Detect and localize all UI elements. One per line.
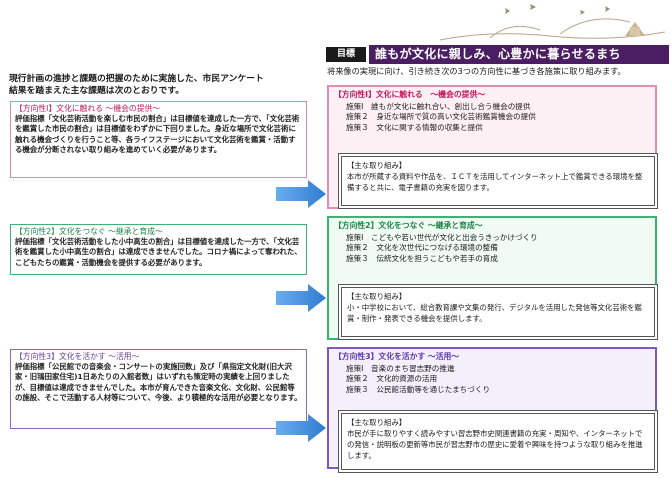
- direction-box-3: 【方向性3】文化を活かす ～活用～ 施策Ⅰ 音楽のまち習志野の推進 施策２ 文化…: [327, 347, 657, 470]
- measure-item: 施策３ 公民館活動等を通じたまちづくり: [346, 384, 491, 394]
- initiative-title: 【主な取り組み】: [347, 418, 407, 427]
- direction-box-1: 【方向性Ⅰ】文化に触れる ～機会の提供～ 施策Ⅰ 誰もが文化に触れ合い、創出し合…: [327, 85, 657, 209]
- initiative-box: 【主な取り組み】 小・中学校において、総合教育課や文集の発行、デジタルを活用した…: [341, 287, 655, 337]
- measure-item: 施策Ⅰ こどもや若い世代が文化と出会うきっかけづくり: [346, 232, 538, 242]
- measure-list: 施策Ⅰ こどもや若い世代が文化と出会うきっかけづくり 施策２ 文化を次世代につな…: [334, 233, 650, 265]
- intro-text: 現行計画の進捗と課題の把握のために実施した、市民アンケート 結果を踏まえた主な課…: [9, 74, 264, 96]
- measure-list: 施策Ⅰ 音楽のまち習志野の推進 施策２ 文化的資源の活用 施策３ 公民館活動等を…: [334, 364, 650, 396]
- issue-body: 評価指標「公民館での音楽会・コンサートの実施回数」及び「県指定文化財(旧大沢家・…: [15, 362, 302, 402]
- issue-title: 【方向性2】文化をつなぐ ～継承と育成～: [15, 227, 163, 236]
- decorative-header-graphic: [439, 4, 666, 41]
- initiative-title: 【主な取り組み】: [347, 161, 407, 170]
- issue-title: 【方向性Ⅰ】文化に触れる ～機会の提供～: [15, 104, 161, 113]
- measure-item: 施策Ⅰ 音楽のまち習志野の推進: [346, 363, 455, 373]
- measure-item: 施策２ 文化的資源の活用: [346, 374, 438, 384]
- initiative-body: 市民が手に取りやすく読みやすい習志野市史関連書籍の充実・周知や、インターネットで…: [347, 429, 643, 460]
- arrow-right-icon: [276, 180, 326, 208]
- issue-box-1: 【方向性Ⅰ】文化に触れる ～機会の提供～ 評価指標「文化芸術活動を楽しむ市民の割…: [10, 101, 307, 178]
- initiative-box: 【主な取り組み】 市民が手に取りやすく読みやすい習志野市史関連書籍の充実・周知や…: [341, 413, 655, 470]
- goal-label: 目標: [326, 47, 366, 62]
- goal-subtitle: 将来像の実現に向け、引き続き次の3つの方向性に基づき各施策に取り組みます。: [327, 66, 626, 76]
- measure-item: 施策Ⅰ 誰もが文化に触れ合い、創出し合う機会の提供: [346, 101, 531, 111]
- measure-item: 施策３ 文化に関する情報の収集と提供: [346, 122, 483, 132]
- measure-item: 施策２ 文化を次世代につなげる環境の整備: [346, 243, 498, 253]
- initiative-body: 小・中学校において、総合教育課や文集の発行、デジタルを活用した発信等文化芸術を鑑…: [347, 303, 642, 323]
- direction-title: 【方向性3】文化を活かす ～活用～: [334, 352, 460, 361]
- direction-title: 【方向性Ⅰ】文化に触れる ～機会の提供～: [334, 90, 486, 99]
- issue-body: 評価指標「文化芸術活動を楽しむ市民の割合」は目標値を達成した一方で、「文化芸術を…: [15, 114, 300, 154]
- initiative-title: 【主な取り組み】: [347, 292, 407, 301]
- issue-body: 評価指標「文化芸術活動をした小中高生の割合」は目標値を達成した一方で、「文化芸術…: [15, 237, 302, 267]
- measure-item: 施策２ 身近な場所で質の高い文化芸術鑑賞機会の提供: [346, 112, 536, 122]
- direction-box-2: 【方向性2】文化をつなぐ ～継承と育成～ 施策Ⅰ こどもや若い世代が文化と出会う…: [327, 216, 657, 340]
- arrow-right-icon: [276, 414, 326, 442]
- direction-title: 【方向性2】文化をつなぐ ～継承と育成～: [334, 221, 483, 230]
- goal-title: 誰もが文化に親しみ、心豊かに暮らせるまち: [369, 45, 669, 64]
- initiative-box: 【主な取り組み】 本市が所蔵する資料や作品を、ＩＣＴを活用してインターネット上で…: [341, 156, 655, 206]
- arrow-right-icon: [276, 284, 326, 312]
- issue-box-2: 【方向性2】文化をつなぐ ～継承と育成～ 評価指標「文化芸術活動をした小中高生の…: [10, 224, 307, 275]
- initiative-body: 本市が所蔵する資料や作品を、ＩＣＴを活用してインターネット上で鑑賞できる環境を整…: [347, 172, 643, 192]
- issue-title: 【方向性3】文化を活かす ～活用～: [15, 352, 140, 361]
- measure-item: 施策３ 伝統文化を担うこどもや若手の育成: [346, 253, 498, 263]
- issue-box-3: 【方向性3】文化を活かす ～活用～ 評価指標「公民館での音楽会・コンサートの実施…: [10, 349, 307, 429]
- measure-list: 施策Ⅰ 誰もが文化に触れ合い、創出し合う機会の提供 施策２ 身近な場所で質の高い…: [334, 102, 650, 134]
